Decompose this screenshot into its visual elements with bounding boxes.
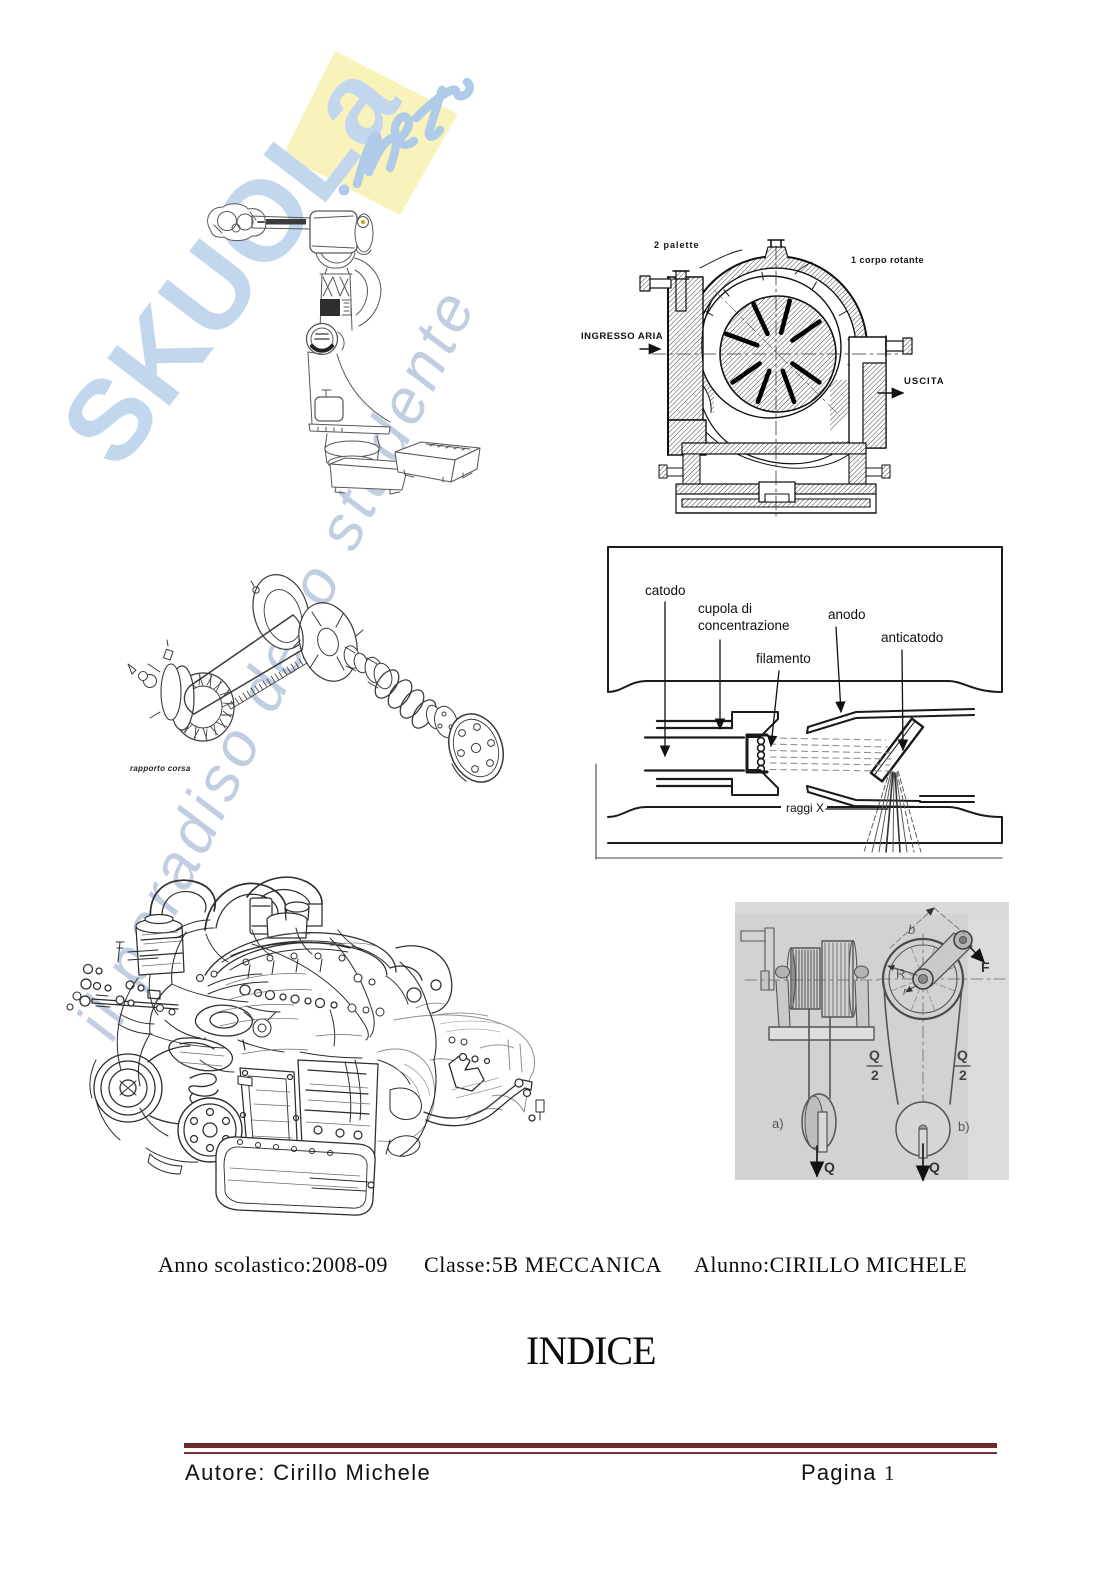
svg-text:rapporto corsa: rapporto corsa: [130, 764, 191, 773]
svg-text:Q: Q: [929, 1159, 940, 1175]
svg-text:F: F: [981, 959, 990, 975]
svg-text:INGRESSO ARIA: INGRESSO ARIA: [581, 331, 663, 342]
svg-text:b: b: [908, 922, 915, 937]
svg-text:concentrazione: concentrazione: [698, 618, 790, 633]
svg-text:Q: Q: [957, 1047, 968, 1063]
svg-text:b): b): [958, 1119, 970, 1134]
svg-text:1 corpo rotante: 1 corpo rotante: [851, 255, 924, 265]
svg-text:anodo: anodo: [828, 607, 866, 622]
svg-text:filamento: filamento: [756, 651, 811, 666]
svg-text:raggi X: raggi X: [786, 801, 824, 815]
svg-text:2: 2: [959, 1067, 967, 1083]
svg-text:Q: Q: [824, 1159, 835, 1175]
svg-text:r: r: [903, 986, 908, 998]
svg-text:2 palette: 2 palette: [654, 240, 700, 250]
svg-text:USCITA: USCITA: [904, 376, 945, 387]
svg-text:a): a): [772, 1116, 784, 1131]
svg-text:Q: Q: [869, 1047, 880, 1063]
svg-text:cupola di: cupola di: [698, 601, 752, 616]
svg-text:catodo: catodo: [645, 583, 686, 598]
svg-text:2: 2: [871, 1067, 879, 1083]
svg-text:anticatodo: anticatodo: [881, 630, 943, 645]
svg-text:R: R: [896, 966, 905, 981]
